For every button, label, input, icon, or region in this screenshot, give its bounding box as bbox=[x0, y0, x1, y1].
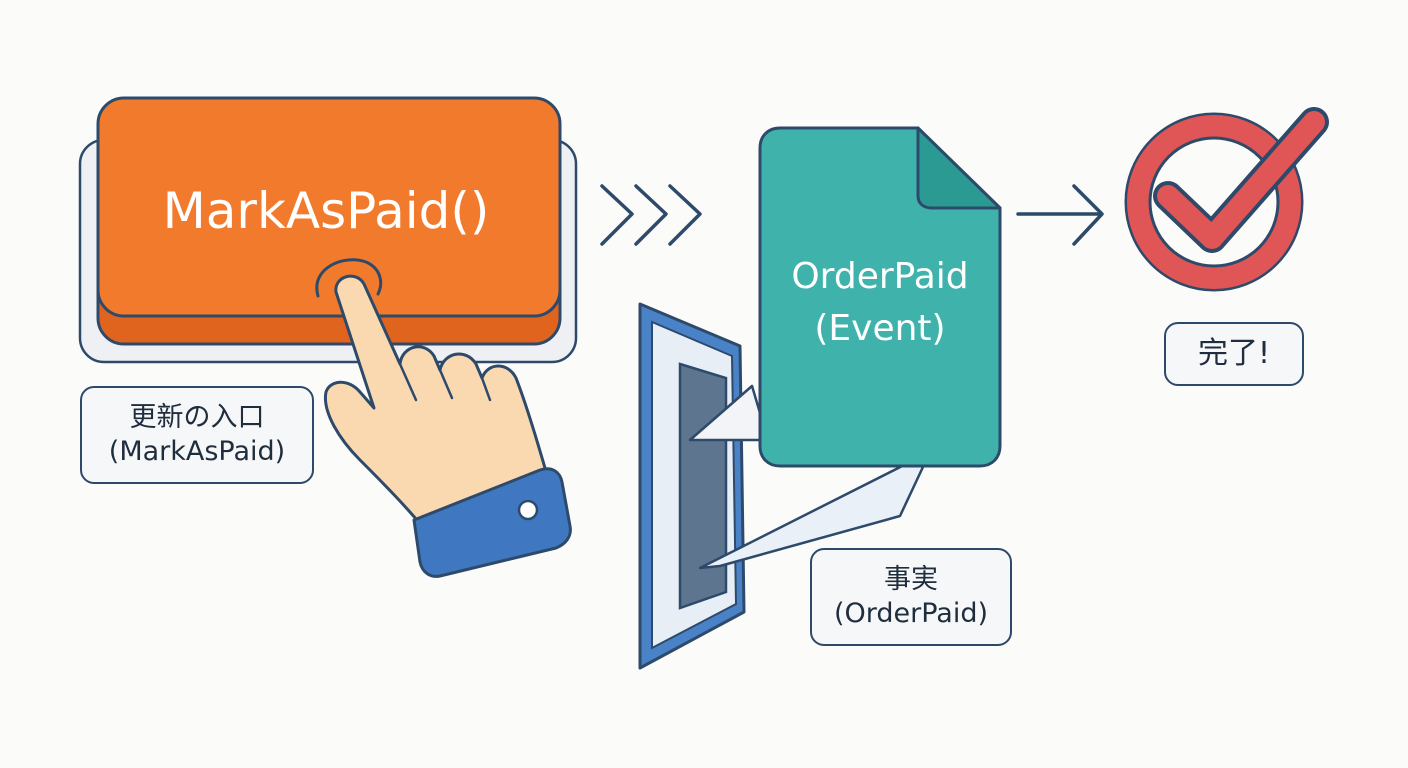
check-ring bbox=[1127, 115, 1301, 289]
mark-as-paid-button[interactable]: MarkAsPaid() bbox=[78, 96, 578, 364]
document-subtitle: (Event) bbox=[814, 308, 945, 349]
document-fold bbox=[916, 126, 1002, 210]
check-circle-icon bbox=[1124, 107, 1329, 292]
finger-crease-2 bbox=[438, 368, 454, 400]
arrow-head bbox=[1072, 184, 1104, 246]
document-icon: OrderPaid (Event) bbox=[758, 126, 1002, 468]
press-ripple-outer bbox=[315, 258, 383, 298]
chevron-3 bbox=[668, 184, 702, 246]
hand-palm bbox=[323, 274, 550, 538]
triple-chevron-icon bbox=[600, 184, 702, 246]
check-ring-outline-outer bbox=[1124, 112, 1304, 292]
cuff-button bbox=[517, 499, 539, 521]
button-label: MarkAsPaid() bbox=[163, 182, 490, 240]
finger-crease-1 bbox=[398, 362, 418, 402]
mail-slot-window bbox=[678, 362, 728, 610]
check-mark bbox=[1157, 111, 1325, 249]
done-label-box: 完了! bbox=[1164, 322, 1304, 386]
chevron-2 bbox=[634, 184, 668, 246]
hand-pointer-icon bbox=[315, 258, 572, 578]
fact-label-title: 事実 bbox=[884, 564, 938, 596]
button-face bbox=[96, 96, 562, 318]
done-label: 完了! bbox=[1197, 336, 1271, 372]
fact-label-subtitle: (OrderPaid) bbox=[833, 598, 989, 629]
sleeve-cuff bbox=[412, 467, 572, 578]
document-title: OrderPaid bbox=[791, 256, 968, 297]
mail-slot-icon bbox=[638, 302, 932, 670]
finger-crease-3 bbox=[480, 376, 492, 402]
chevron-1 bbox=[600, 184, 634, 246]
check-ring-outline-inner bbox=[1148, 136, 1280, 268]
envelope-flap-bottom bbox=[698, 450, 932, 570]
entry-label-subtitle: (MarkAsPaid) bbox=[108, 436, 286, 467]
document-body bbox=[758, 126, 1002, 468]
arrow-right-icon bbox=[1016, 184, 1104, 246]
entry-label-box: 更新の入口 (MarkAsPaid) bbox=[80, 386, 314, 484]
fact-label-box: 事実 (OrderPaid) bbox=[810, 548, 1012, 646]
entry-label-title: 更新の入口 bbox=[129, 402, 265, 434]
